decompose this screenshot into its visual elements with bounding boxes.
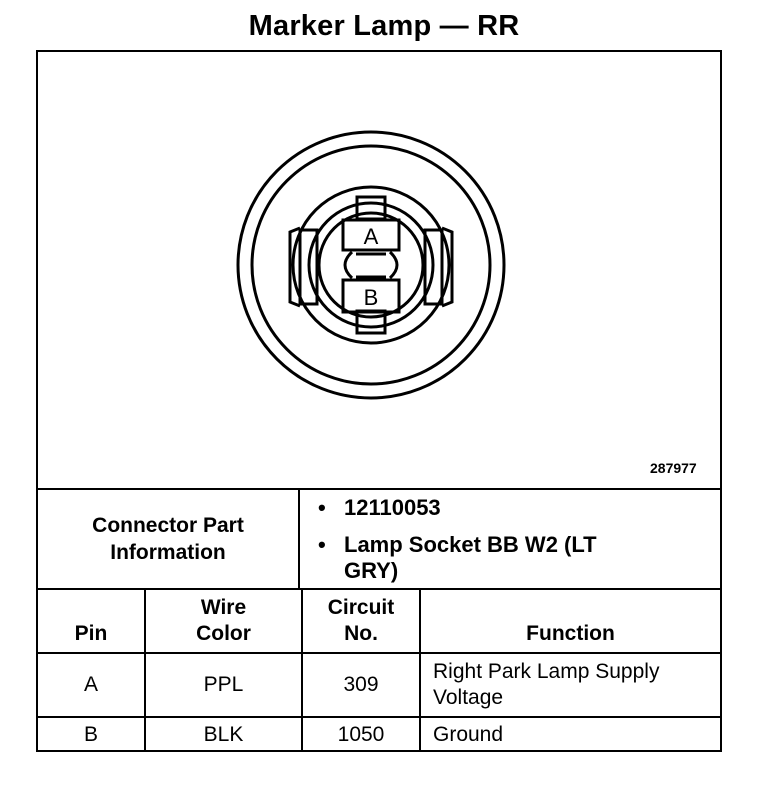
- bullet-icon: •: [318, 495, 326, 520]
- list-item: • 12110053: [318, 495, 614, 521]
- right-latch: [441, 226, 454, 308]
- cell-circuit-no: 1050: [303, 718, 421, 752]
- cell-pin: B: [38, 718, 146, 752]
- terminal-b-cavity: [341, 278, 401, 314]
- cell-wire-color: BLK: [146, 718, 303, 752]
- left-latch: [288, 226, 301, 308]
- connector-info-label: Connector Part Information: [38, 490, 300, 588]
- part-number: 12110053: [344, 495, 441, 520]
- pin-label-b: B: [364, 285, 379, 310]
- pin-label-a: A: [364, 224, 379, 249]
- right-latch-tab: [423, 228, 444, 306]
- cell-circuit-no: 309: [303, 654, 421, 716]
- bulb-seat-left: [343, 250, 354, 280]
- header-function: Function: [526, 622, 615, 645]
- cell-wire-color: PPL: [146, 654, 303, 716]
- connector-sheet: A B 287977 Connector Part Information • …: [36, 50, 722, 752]
- header-pin: Pin: [38, 590, 146, 652]
- socket-core-ring: [317, 211, 425, 319]
- page-title: Marker Lamp — RR: [248, 10, 520, 42]
- socket-outer-ring: [291, 185, 451, 345]
- cell-function: Right Park Lamp Supply Voltage: [433, 660, 660, 709]
- table-row: B BLK 1050 Ground: [38, 718, 720, 752]
- outer-housing-ring: [236, 130, 506, 400]
- top-key: [355, 195, 387, 221]
- header-circuit-no: Circuit No.: [303, 590, 421, 652]
- pinout-table: Pin Wire Color Circuit No. Function A PP…: [38, 588, 720, 752]
- terminal-a-cavity: [341, 218, 401, 252]
- connector-diagram: A B 287977: [38, 52, 720, 488]
- cell-pin: A: [38, 654, 146, 716]
- figure-reference-number: 287977: [650, 460, 697, 476]
- connector-face-drawing: A B: [236, 130, 506, 400]
- connector-info-list: • 12110053 • Lamp Socket BB W2 (LT GRY): [300, 490, 720, 588]
- cell-function: Ground: [433, 723, 504, 746]
- header-wire-color: Wire Color: [146, 590, 303, 652]
- list-item: • Lamp Socket BB W2 (LT GRY): [318, 532, 614, 584]
- bulb-seat-right: [388, 250, 399, 280]
- inner-housing-ring: [250, 144, 492, 386]
- socket-inner-ring: [307, 201, 435, 329]
- connector-part-information: Connector Part Information • 12110053 • …: [38, 488, 720, 588]
- part-description: Lamp Socket BB W2 (LT GRY): [344, 532, 597, 583]
- bullet-icon: •: [318, 532, 326, 557]
- table-header-row: Pin Wire Color Circuit No. Function: [38, 590, 720, 654]
- left-latch-tab: [298, 228, 319, 306]
- table-row: A PPL 309 Right Park Lamp Supply Voltage: [38, 654, 720, 718]
- bottom-key: [355, 309, 387, 335]
